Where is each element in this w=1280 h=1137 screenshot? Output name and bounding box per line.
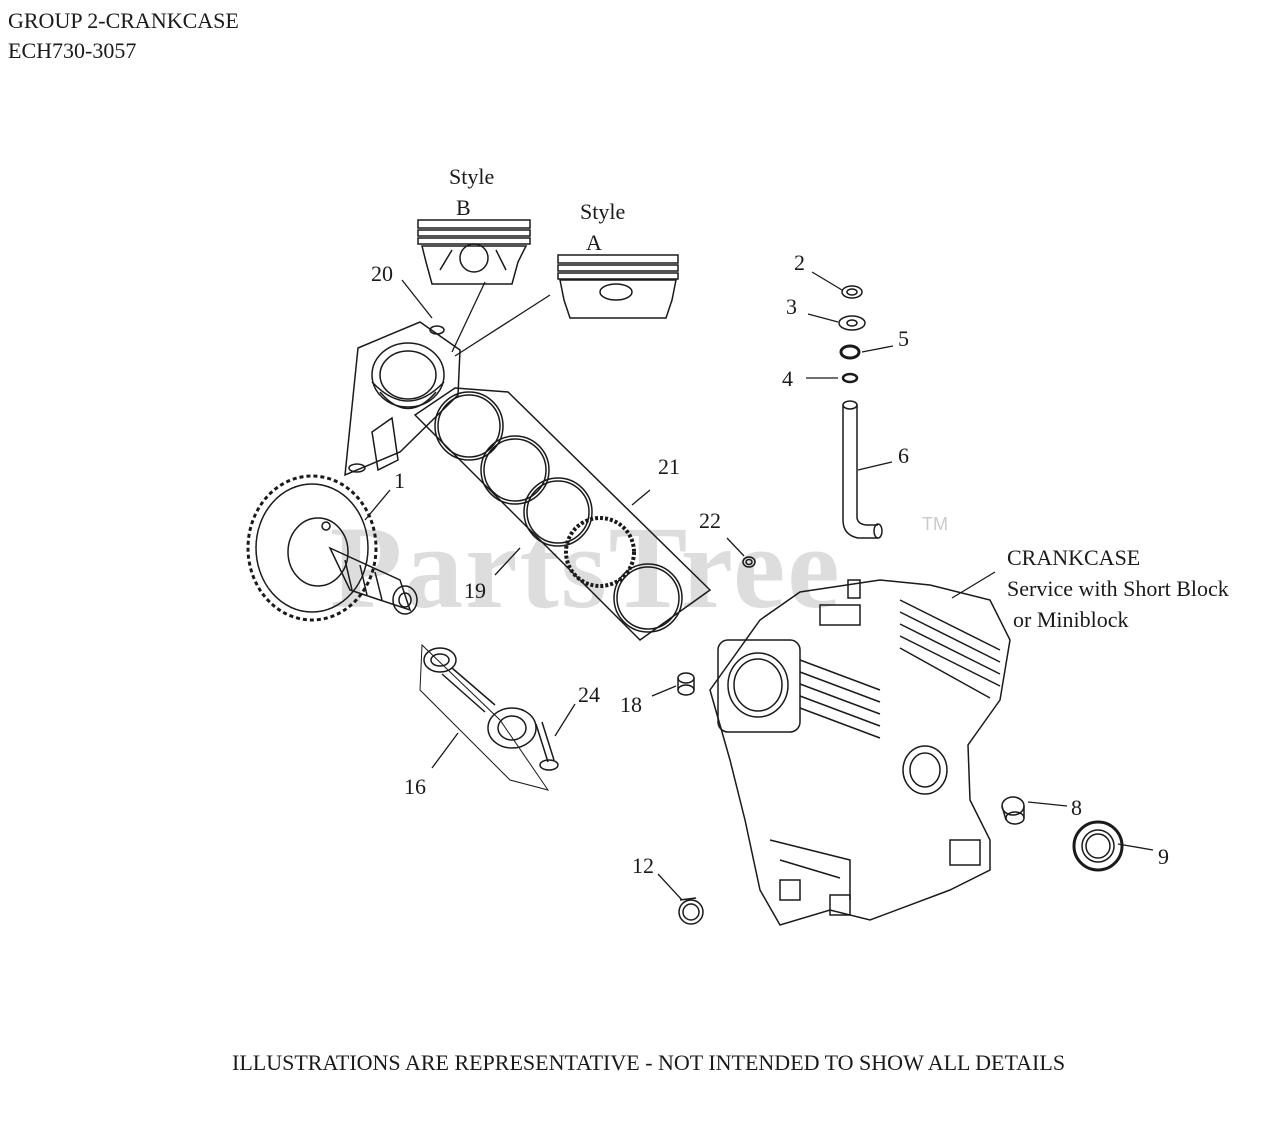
part-number-22[interactable]: 22 xyxy=(699,508,721,533)
part-number-6[interactable]: 6 xyxy=(898,443,909,468)
piston-style-a[interactable] xyxy=(557,254,679,319)
style-b-letter: B xyxy=(456,195,471,220)
part-number-21[interactable]: 21 xyxy=(658,454,680,479)
part-number-5[interactable]: 5 xyxy=(898,326,909,351)
camshaft-gear[interactable] xyxy=(246,474,418,622)
crankcase-block[interactable] xyxy=(709,579,1011,926)
watermark-text: PartsTree xyxy=(330,502,842,633)
valve-washer-3[interactable] xyxy=(838,315,866,331)
plug-22[interactable] xyxy=(742,556,756,568)
part-number-2[interactable]: 2 xyxy=(794,250,805,275)
part-number-20[interactable]: 20 xyxy=(371,261,393,286)
breather-tube[interactable] xyxy=(842,400,883,539)
valve-washer-2[interactable] xyxy=(841,285,863,299)
piston-assembly[interactable] xyxy=(344,321,461,477)
model-number: ECH730-3057 xyxy=(8,38,137,63)
part-number-3[interactable]: 3 xyxy=(786,294,797,319)
leader-lines xyxy=(364,271,1154,901)
part-number-19[interactable]: 19 xyxy=(464,578,486,603)
crankcase-miniblock-note: or Miniblock xyxy=(1013,607,1129,632)
style-a-label: Style xyxy=(580,199,626,224)
crankcase-service-note: Service with Short Block xyxy=(1007,576,1229,601)
o-ring-4[interactable] xyxy=(841,372,859,384)
part-number-18[interactable]: 18 xyxy=(620,692,642,717)
part-number-12[interactable]: 12 xyxy=(632,853,654,878)
part-number-1[interactable]: 1 xyxy=(394,468,405,493)
part-number-8[interactable]: 8 xyxy=(1071,795,1082,820)
dowel-pin-18[interactable] xyxy=(677,672,695,696)
hose-clamp-12[interactable] xyxy=(678,897,704,925)
style-a-letter: A xyxy=(586,230,602,255)
piston-ring-set[interactable] xyxy=(413,387,712,641)
valve-seal-5[interactable] xyxy=(839,344,861,360)
footer-disclaimer: ILLUSTRATIONS ARE REPRESENTATIVE - NOT I… xyxy=(232,1050,1066,1075)
part-number-24[interactable]: 24 xyxy=(578,682,600,707)
rod-bolt[interactable] xyxy=(535,721,559,771)
piston-style-b[interactable] xyxy=(417,219,531,285)
part-number-4[interactable]: 4 xyxy=(782,366,793,391)
style-b-label: Style xyxy=(449,164,495,189)
watermark-trademark: TM xyxy=(922,514,948,534)
connecting-rod[interactable] xyxy=(419,643,550,791)
plug-8[interactable] xyxy=(1001,796,1025,825)
part-number-9[interactable]: 9 xyxy=(1158,844,1169,869)
group-title: GROUP 2-CRANKCASE xyxy=(8,8,239,33)
oil-seal-9[interactable] xyxy=(1072,820,1124,872)
crankcase-label: CRANKCASE xyxy=(1007,545,1141,570)
part-number-16[interactable]: 16 xyxy=(404,774,426,799)
